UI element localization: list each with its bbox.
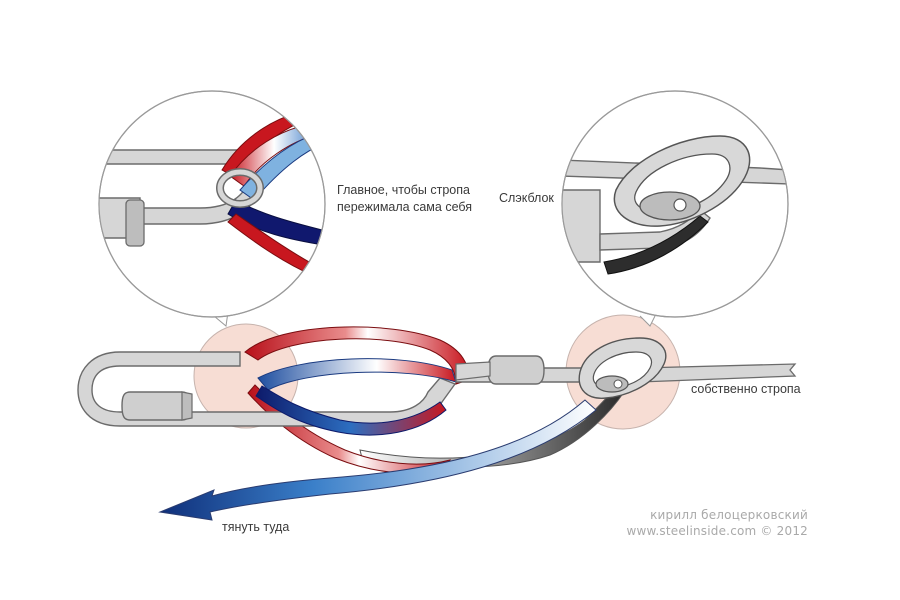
left-carabiner-sleeve	[121, 391, 191, 421]
strap-loop-blue	[257, 358, 457, 391]
callout-left-line-2: пережимала сама себя	[337, 200, 473, 214]
pull-direction-label: тянуть туда	[222, 520, 290, 534]
callout-left-caption: Главное, чтобы стропа пережимала сама се…	[337, 182, 472, 216]
slackblock-label: Слэкблок	[499, 191, 554, 205]
callout-left	[98, 90, 326, 327]
main-assembly	[77, 314, 797, 521]
right-carabiner-sleeve	[487, 355, 545, 385]
credit-author: кирилл белоцерковский	[650, 508, 808, 522]
callout-right	[561, 90, 789, 327]
strap-blue-down	[255, 385, 447, 436]
pull-arrow	[158, 399, 597, 521]
credit-site: www.steelinside.com © 2012	[626, 524, 808, 538]
strap-label: собственно стропа	[691, 382, 801, 396]
callout-left-line-1: Главное, чтобы стропа	[337, 183, 470, 197]
